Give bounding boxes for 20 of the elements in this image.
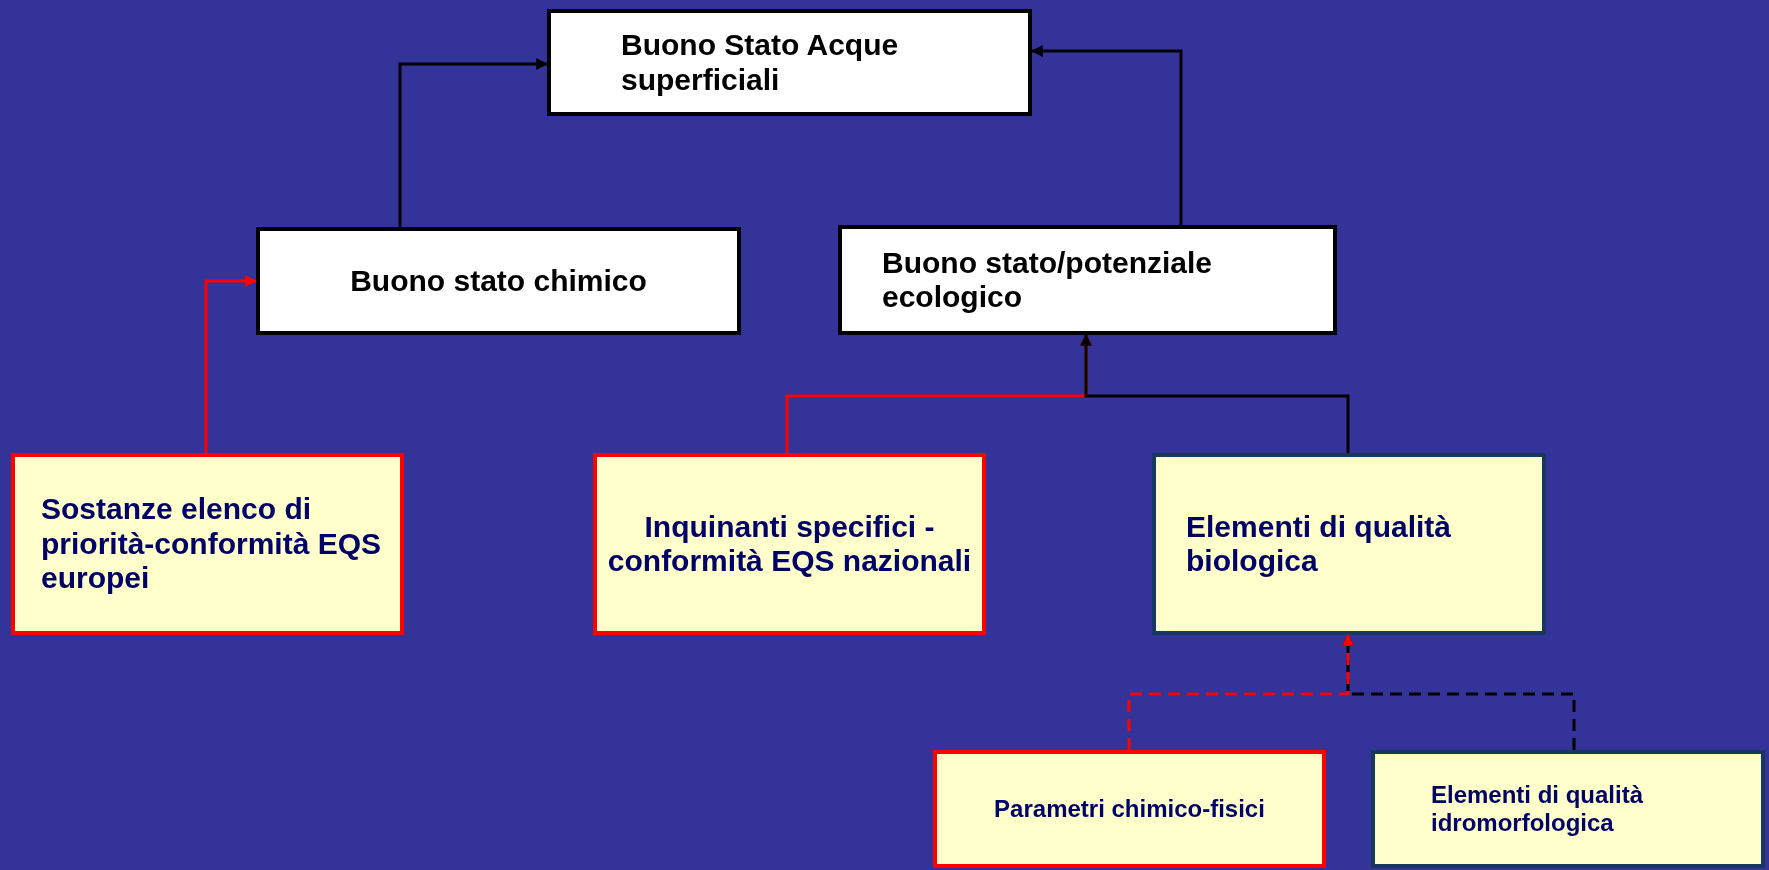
criterion-box (933, 750, 1326, 868)
criterion-box (1371, 750, 1765, 868)
box-label: Inquinanti specifici - conformità EQS nazionali (607, 509, 972, 579)
connector-arrow (1080, 333, 1350, 453)
box-label: Parametri chimico-fisici (994, 795, 1265, 823)
connector-arrow (204, 275, 258, 453)
connector-arrow (398, 58, 549, 227)
box-label: Buono stato chimico (350, 263, 647, 299)
box-label: Buono stato/potenziale ecologico (882, 245, 1213, 315)
box-label: Buono Stato Acque superficiali (621, 28, 900, 97)
status-box (547, 9, 1032, 116)
criterion-box (593, 453, 986, 635)
box-label: Elementi di qualità biologica (1186, 509, 1453, 579)
status-box (838, 225, 1337, 335)
connector-arrow (1127, 633, 1354, 750)
criterion-box (1152, 453, 1546, 635)
criterion-box (11, 453, 404, 635)
box-label: Sostanze elenco di priorità-conformità EQS europei (41, 492, 383, 596)
status-box (256, 227, 741, 335)
box-label: Elementi di qualità idromorfologica (1431, 781, 1645, 837)
